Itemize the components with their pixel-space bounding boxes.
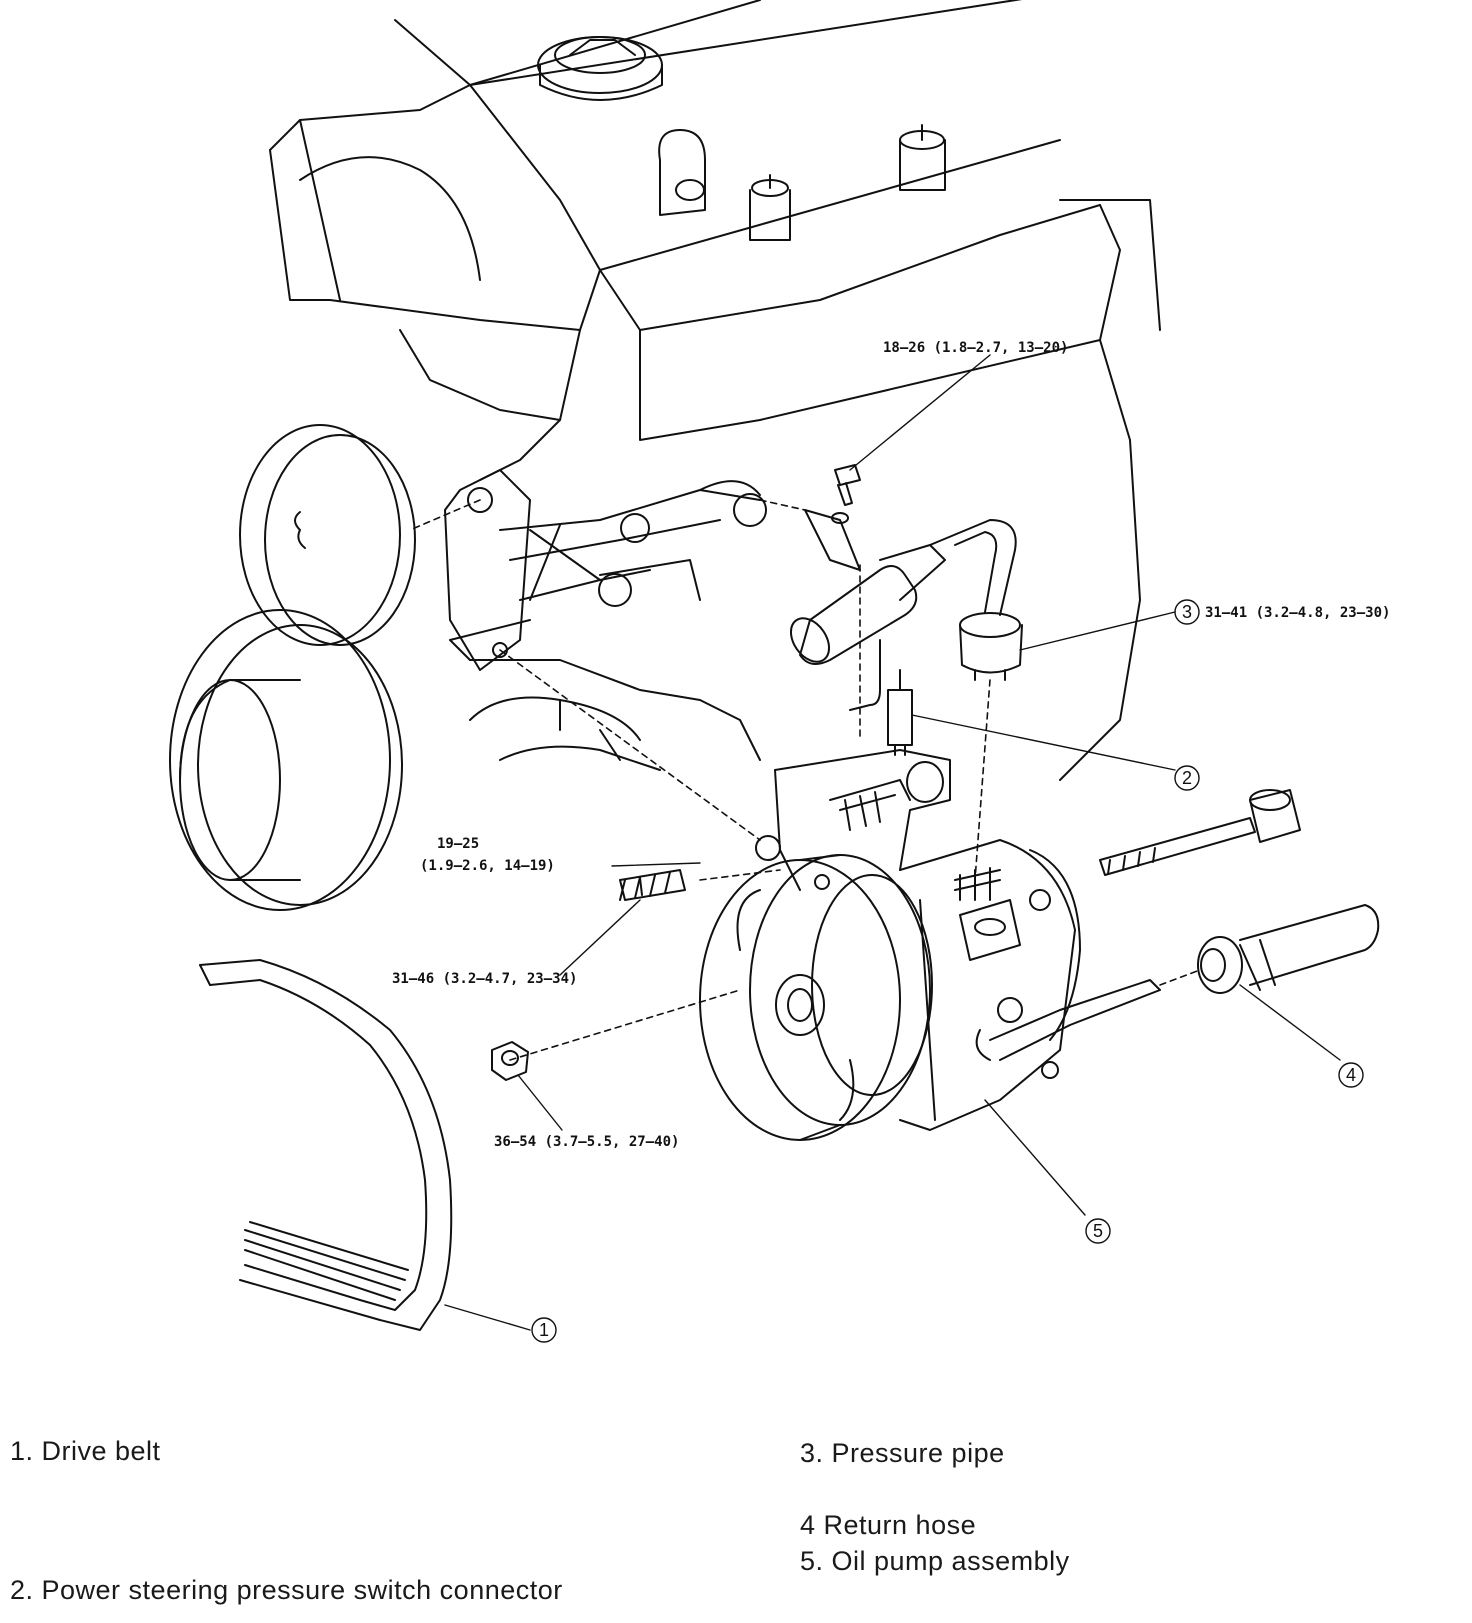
pulley-nut [491,1041,529,1081]
through-bolt [1099,789,1301,876]
crankshaft-pulleys [169,424,416,911]
oil-filler-cap [537,36,663,101]
alignment-lines [409,499,1201,1061]
torque-pivot-bolt: 31—46 (3.2—4.7, 23—34) [392,971,577,987]
oil-pump-assembly [699,749,1161,1141]
return-hose [1197,904,1380,994]
engine-block [269,0,1161,781]
bracket-bolt [834,464,861,506]
pressure-pipe-nut [959,612,1023,681]
callout-4: 4 [1346,1065,1356,1085]
pressure-switch-connector [887,669,913,756]
callout-circles [531,599,1364,1343]
pump-bracket [444,469,767,671]
callout-3: 3 [1182,602,1192,622]
pressure-switch-assembly [789,509,1017,711]
callout-2: 2 [1182,768,1192,788]
legend-item-1: 1. Drive belt [10,1436,161,1466]
callout-circle-3 [1174,599,1200,625]
spark-plug-bosses [658,124,946,241]
legend-item-3: 3. Pressure pipe [800,1438,1005,1468]
legend-item-5: 5. Oil pump assembly [800,1546,1070,1576]
callout-circle-4 [1338,1062,1364,1088]
torque-adjust-bolt-line2: (1.9—2.6, 14—19) [420,858,555,874]
adjusting-bolt [619,869,686,901]
torque-pulley-nut: 36—54 (3.7—5.5, 27—40) [494,1134,679,1150]
leader-lines [444,354,1341,1331]
callout-5: 5 [1093,1221,1103,1241]
callout-circle-1 [531,1317,557,1343]
torque-bracket-bolt: 18—26 (1.8—2.7, 13—20) [883,340,1068,356]
callout-circle-5 [1085,1218,1111,1244]
legend-item-2: 2. Power steering pressure switch connec… [10,1575,563,1605]
torque-adjust-bolt-line1: 19—25 [437,836,479,852]
torque-pressure-pipe: 31—41 (3.2—4.8, 23—30) [1205,605,1390,621]
drive-belt [199,959,453,1331]
legend-item-4: 4 Return hose [800,1510,977,1540]
callout-circle-2 [1174,765,1200,791]
callout-1: 1 [539,1320,549,1340]
